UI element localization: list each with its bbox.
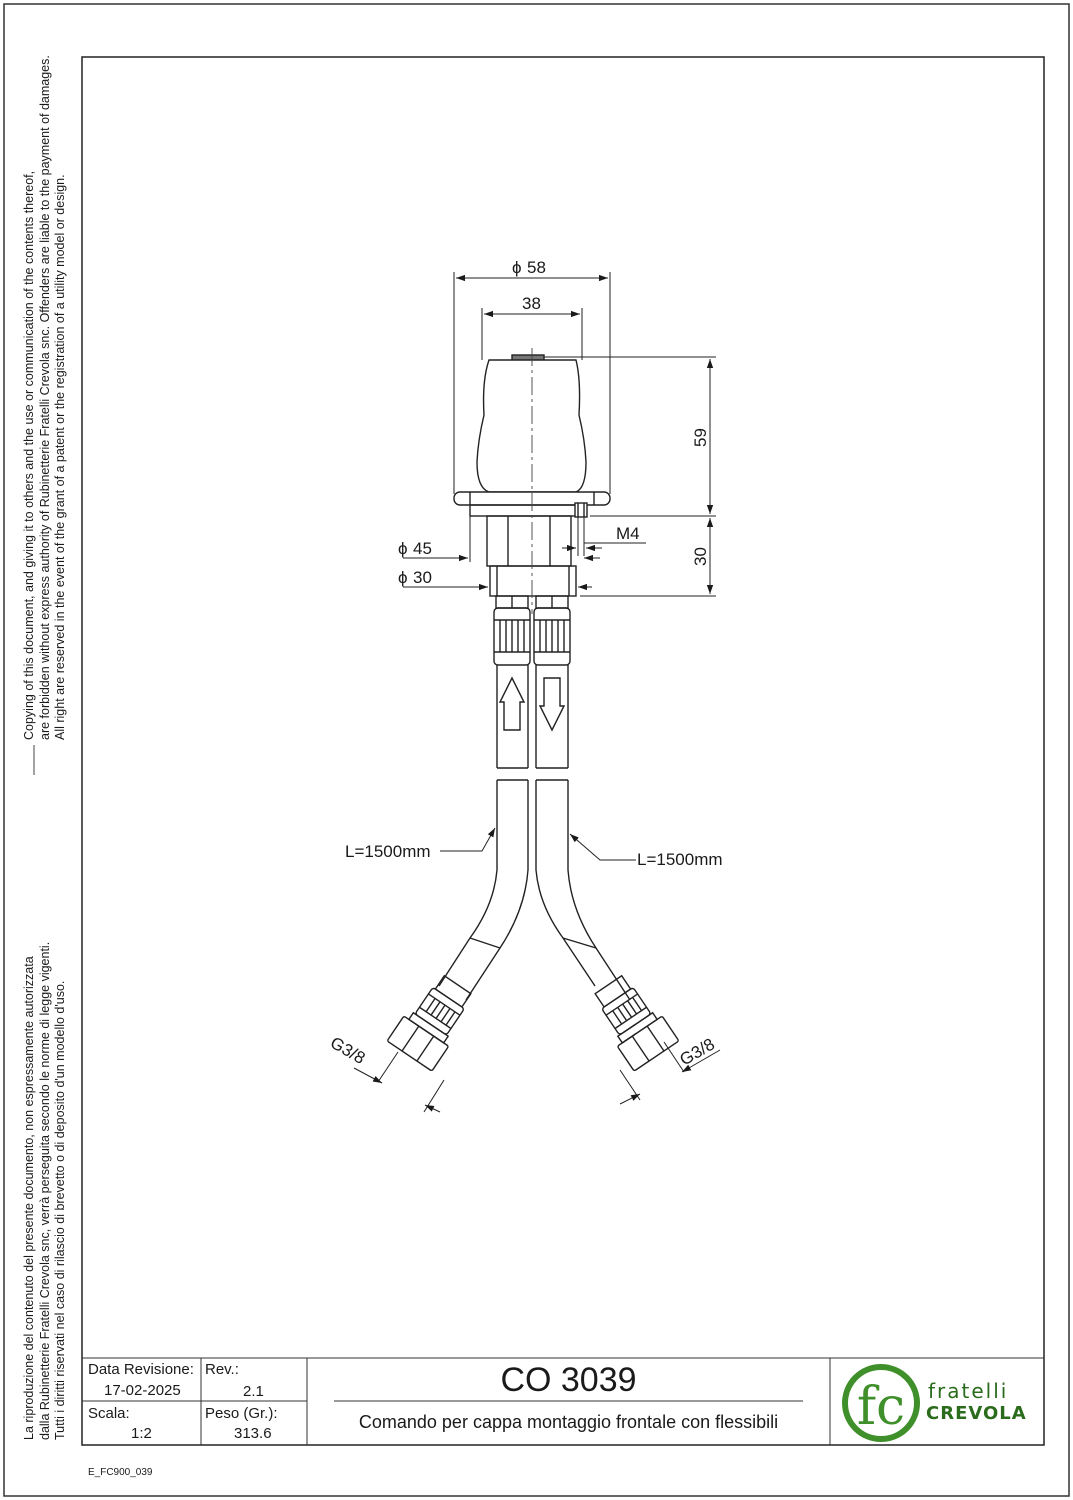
product-code: CO 3039 xyxy=(500,1361,637,1399)
hose-length-right: L=1500mm xyxy=(637,850,723,869)
logo-brand-line1: fratelli xyxy=(928,1379,1008,1403)
weight-value: 313.6 xyxy=(234,1425,272,1442)
disclaimer-english: Copying of this document, and giving it … xyxy=(22,55,69,740)
dim-symbol-30: ϕ xyxy=(398,568,408,587)
dim-height-59: 59 xyxy=(691,428,710,447)
disclaimer-en-line3: All right are reserved in the event of t… xyxy=(53,174,67,740)
disclaimer-en-line2: are forbidden without express authority … xyxy=(37,55,52,740)
disclaimer-it-line3: Tutti i diritti riservati nel caso di ri… xyxy=(53,980,67,1440)
product-description: Comando per cappa montaggio frontale con… xyxy=(358,1412,779,1432)
logo-circle xyxy=(842,1364,920,1442)
dim-symbol-58: ϕ xyxy=(512,258,522,277)
document-id: E_FC900_039 xyxy=(88,1467,153,1478)
dim-diameter-45: 45 xyxy=(413,539,432,558)
fratelli-crevola-logo: fc fratelli CREVOLA xyxy=(842,1364,1027,1442)
disclaimer-it-line1: La riproduzione del contenuto del presen… xyxy=(22,956,36,1440)
revision-date: 17-02-2025 xyxy=(104,1382,181,1399)
disclaimer-it-line2: dalla Rubinetterie Fratelli Crevola snc,… xyxy=(37,941,52,1440)
title-block-grid xyxy=(82,1357,1044,1445)
dim-symbol-45: ϕ xyxy=(398,539,408,558)
weight-label: Peso (Gr.): xyxy=(205,1405,278,1422)
fitting-thread-left: G3/8 xyxy=(327,1033,368,1068)
dim-diameter-30: 30 xyxy=(413,568,432,587)
scale-label: Scala: xyxy=(88,1405,130,1422)
dimension-lines xyxy=(353,272,721,1113)
dim-height-30: 30 xyxy=(691,547,710,566)
revision-label: Rev.: xyxy=(205,1361,239,1378)
outer-border xyxy=(3,3,1070,1497)
disclaimer-en-line1: Copying of this document, and giving it … xyxy=(22,170,36,740)
revision-number: 2.1 xyxy=(243,1383,264,1400)
dim-width-38: 38 xyxy=(522,294,541,313)
logo-brand-line2: CREVOLA xyxy=(926,1403,1027,1424)
logo-monogram: fc xyxy=(857,1377,905,1437)
dim-diameter-58: 58 xyxy=(527,258,546,277)
fitting-thread-right: G3/8 xyxy=(677,1035,718,1070)
revision-date-label: Data Revisione: xyxy=(88,1361,194,1378)
dim-thread-m4: M4 xyxy=(616,524,640,543)
hose-length-left: L=1500mm xyxy=(345,842,431,861)
drawing-frame xyxy=(81,56,1045,1446)
hood-control-valve xyxy=(387,354,679,1072)
disclaimer-italian: La riproduzione del contenuto del presen… xyxy=(22,942,69,1440)
scale-value: 1:2 xyxy=(131,1425,152,1442)
